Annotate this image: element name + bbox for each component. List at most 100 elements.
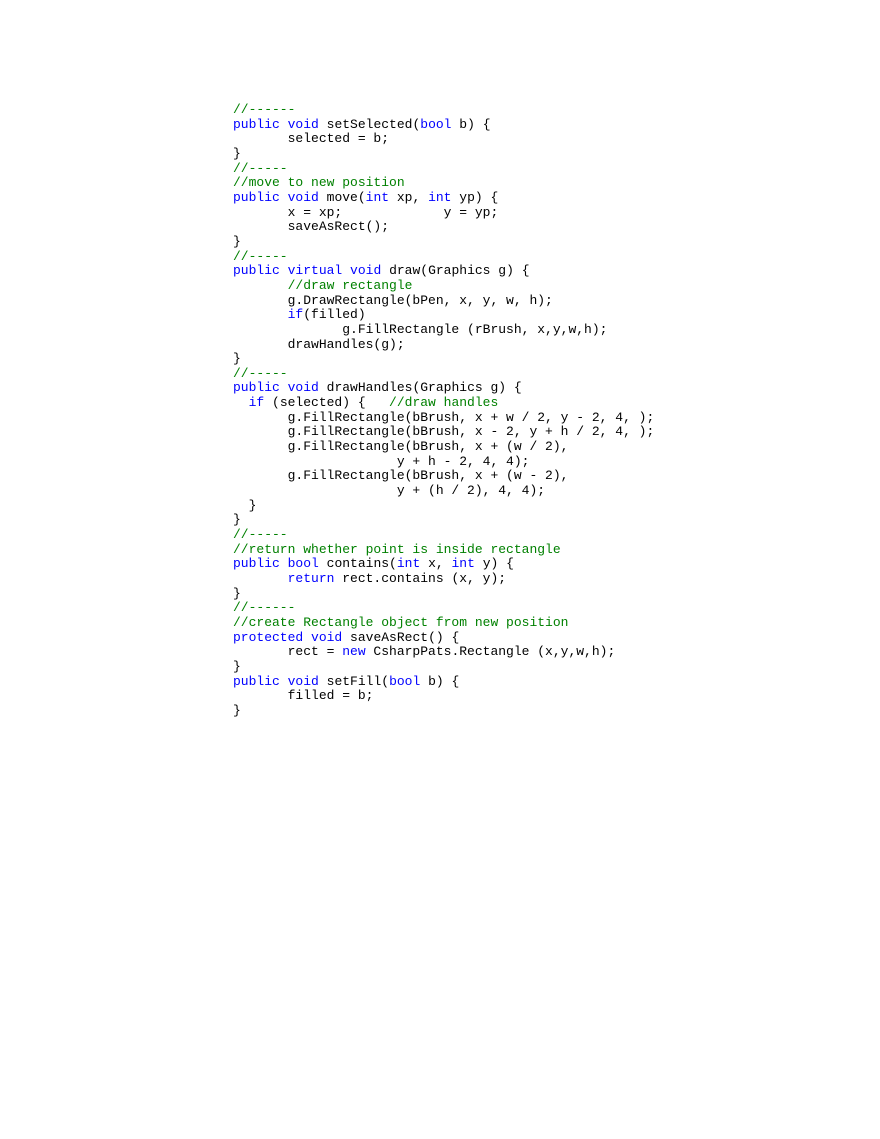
code-comment: //move to new position [233, 175, 405, 191]
code-text [280, 674, 288, 689]
code-line: //return whether point is inside rectang… [233, 541, 654, 558]
code-text: move( [318, 189, 366, 205]
code-text [303, 630, 311, 645]
code-line: drawHandles(g); [233, 336, 654, 353]
code-keyword: virtual [287, 263, 343, 279]
code-text: } [233, 585, 241, 601]
code-line: //----- [233, 365, 654, 382]
code-keyword: bool [420, 116, 452, 132]
code-keyword: public [233, 380, 280, 396]
code-text [233, 571, 288, 586]
code-comment: //draw handles [389, 395, 499, 411]
code-line: g.FillRectangle(bBrush, x + (w / 2), [233, 439, 654, 455]
code-keyword: void [287, 189, 319, 205]
code-line: rect = new CsharpPats.Rectangle (x,y,w,h… [233, 644, 654, 660]
code-text: } [233, 658, 241, 674]
code-text: y + h - 2, 4, 4); [233, 453, 530, 469]
code-text: x = xp; y = yp; [233, 204, 499, 220]
code-keyword: public [233, 189, 280, 205]
code-line: //------ [233, 102, 654, 118]
code-keyword: bool [389, 673, 421, 689]
code-keyword: int [365, 189, 390, 205]
code-text: filled = b; [233, 688, 374, 704]
code-text: b) { [451, 116, 491, 132]
code-text [233, 395, 249, 410]
code-text: } [233, 512, 241, 528]
code-keyword: if [248, 395, 265, 411]
code-line: public void setSelected(bool b) { [233, 116, 654, 133]
code-text [233, 307, 288, 322]
code-text: } [233, 497, 257, 513]
code-text [280, 556, 288, 571]
code-text [280, 117, 288, 132]
code-line: //----- [233, 249, 654, 265]
code-text: rect.contains (x, y); [334, 571, 507, 586]
code-line: //move to new position [233, 175, 654, 191]
code-text: setSelected( [318, 116, 421, 132]
code-keyword: public [233, 116, 280, 132]
code-line: public void drawHandles(Graphics g) { [233, 381, 654, 396]
code-keyword: void [311, 629, 343, 645]
code-line: //----- [233, 527, 654, 543]
code-keyword: int [396, 556, 421, 572]
code-line: //------ [233, 600, 654, 616]
code-text: drawHandles(g); [233, 336, 405, 352]
code-line: //draw rectangle [233, 277, 654, 294]
code-comment: //----- [233, 527, 288, 543]
code-line: g.FillRectangle(bBrush, x - 2, y + h / 2… [233, 425, 655, 440]
code-line: g.FillRectangle(bBrush, x + (w - 2), [233, 469, 654, 484]
code-text: x, [420, 556, 452, 572]
code-line: saveAsRect(); [233, 219, 654, 235]
code-text: (selected) { [264, 395, 390, 411]
code-text [280, 380, 288, 395]
code-keyword: public [233, 556, 280, 572]
code-comment: //return whether point is inside rectang… [233, 541, 561, 557]
code-line: //----- [233, 161, 654, 177]
code-comment: //draw rectangle [287, 277, 413, 293]
code-text: draw(Graphics g) { [381, 263, 530, 279]
code-text: } [233, 351, 241, 367]
code-keyword: protected [233, 629, 304, 645]
code-text: g.FillRectangle(bBrush, x + (w - 2), [233, 468, 569, 484]
code-line: public void move(int xp, int yp) { [233, 189, 654, 206]
code-keyword: void [350, 263, 382, 279]
code-line: public virtual void draw(Graphics g) { [233, 263, 654, 279]
code-text: yp) { [451, 189, 499, 205]
code-text: drawHandles(Graphics g) { [318, 380, 522, 396]
code-line: } [233, 658, 654, 675]
code-line: } [233, 234, 654, 250]
code-line: if(filled) [233, 307, 654, 323]
code-line: public void setFill(bool b) { [233, 673, 654, 690]
code-text: CsharpPats.Rectangle (x,y,w,h); [365, 644, 616, 660]
code-comment: //----- [233, 365, 288, 381]
code-text: g.DrawRectangle(bPen, x, y, w, h); [233, 292, 553, 308]
code-text [280, 190, 288, 205]
code-comment: //------ [233, 600, 296, 616]
code-keyword: void [287, 673, 319, 689]
code-text: b) { [420, 673, 460, 689]
code-line: } [233, 513, 654, 528]
code-text: (filled) [303, 307, 366, 323]
code-line: //create Rectangle object from new posit… [233, 615, 654, 631]
code-keyword: if [287, 307, 304, 323]
code-text: contains( [318, 556, 397, 572]
code-line: g.DrawRectangle(bPen, x, y, w, h); [233, 292, 654, 309]
code-line: g.FillRectangle (rBrush, x,y,w,h); [233, 322, 654, 338]
code-line: } [233, 497, 654, 514]
code-text: saveAsRect() { [342, 629, 460, 645]
code-text: xp, [389, 189, 429, 205]
code-text: setFill( [318, 673, 390, 689]
code-text [280, 263, 288, 278]
code-line: if (selected) { //draw handles [233, 395, 654, 411]
code-text [342, 263, 350, 278]
code-line: public bool contains(int x, int y) { [233, 557, 654, 572]
code-keyword: int [451, 556, 475, 572]
code-keyword: bool [287, 556, 319, 572]
code-line: } [233, 146, 654, 162]
code-text [233, 278, 288, 293]
code-line: protected void saveAsRect() { [233, 629, 654, 646]
code-text: rect = [233, 644, 343, 660]
code-keyword: void [287, 380, 319, 396]
code-keyword: public [233, 673, 280, 689]
code-keyword: public [233, 263, 280, 279]
